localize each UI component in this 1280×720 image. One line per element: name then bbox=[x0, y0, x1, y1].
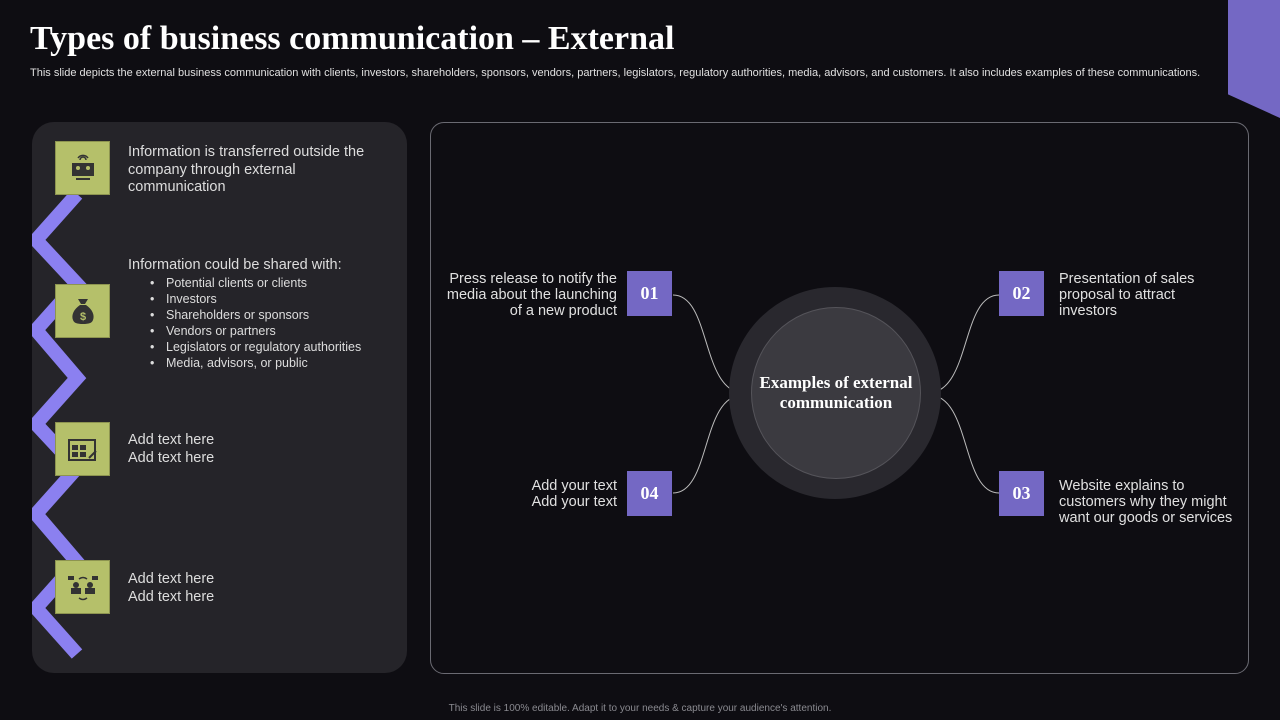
calendar-icon bbox=[55, 422, 110, 476]
list-item: Potential clients or clients bbox=[166, 275, 398, 291]
page-title: Types of business communication – Extern… bbox=[30, 20, 675, 57]
svg-text:$: $ bbox=[79, 311, 85, 323]
page-subtitle: This slide depicts the external business… bbox=[30, 67, 1201, 79]
step-text-04: Add your text Add your text bbox=[441, 478, 617, 510]
step-text-01: Press release to notify the media about … bbox=[446, 271, 617, 319]
step-badge-04: 04 bbox=[627, 471, 672, 516]
footer-note: This slide is 100% editable. Adapt it to… bbox=[448, 703, 832, 714]
shared-with-label: Information could be shared with: bbox=[128, 257, 342, 273]
step-text-03: Website explains to customers why they m… bbox=[1059, 478, 1233, 526]
info-text-3: Add text here Add text here bbox=[128, 432, 214, 467]
step-badge-03: 03 bbox=[999, 471, 1044, 516]
list-item: Investors bbox=[166, 291, 398, 307]
text-line: Add text here bbox=[128, 432, 215, 448]
step-badge-01: 01 bbox=[627, 271, 672, 316]
discussion-icon bbox=[55, 560, 110, 614]
stakeholder-list: Potential clients or clients Investors S… bbox=[166, 275, 398, 371]
text-line: Add your text bbox=[531, 478, 617, 494]
text-line: Add your text bbox=[531, 494, 617, 510]
step-text-02: Presentation of sales proposal to attrac… bbox=[1059, 271, 1195, 319]
info-text-4: Add text here Add text here bbox=[128, 571, 214, 606]
list-item: Legislators or regulatory authorities bbox=[166, 339, 398, 355]
video-call-icon bbox=[55, 141, 110, 195]
list-item: Shareholders or sponsors bbox=[166, 307, 398, 323]
text-line: Add text here bbox=[128, 571, 215, 587]
list-item: Media, advisors, or public bbox=[166, 355, 398, 371]
money-bag-icon: $ bbox=[55, 284, 110, 338]
info-text-2: Information could be shared with: Potent… bbox=[128, 257, 398, 371]
center-label: Examples of external communication bbox=[751, 307, 921, 479]
list-item: Vendors or partners bbox=[166, 323, 398, 339]
info-panel: Information is transferred outside the c… bbox=[32, 122, 407, 673]
text-line: Add text here bbox=[128, 588, 215, 605]
info-text-1: Information is transferred outside the c… bbox=[128, 144, 365, 195]
corner-decoration bbox=[1228, 0, 1280, 118]
text-line: Add text here bbox=[128, 449, 215, 466]
examples-diagram: Examples of external communication 01 Pr… bbox=[430, 122, 1249, 674]
step-badge-02: 02 bbox=[999, 271, 1044, 316]
